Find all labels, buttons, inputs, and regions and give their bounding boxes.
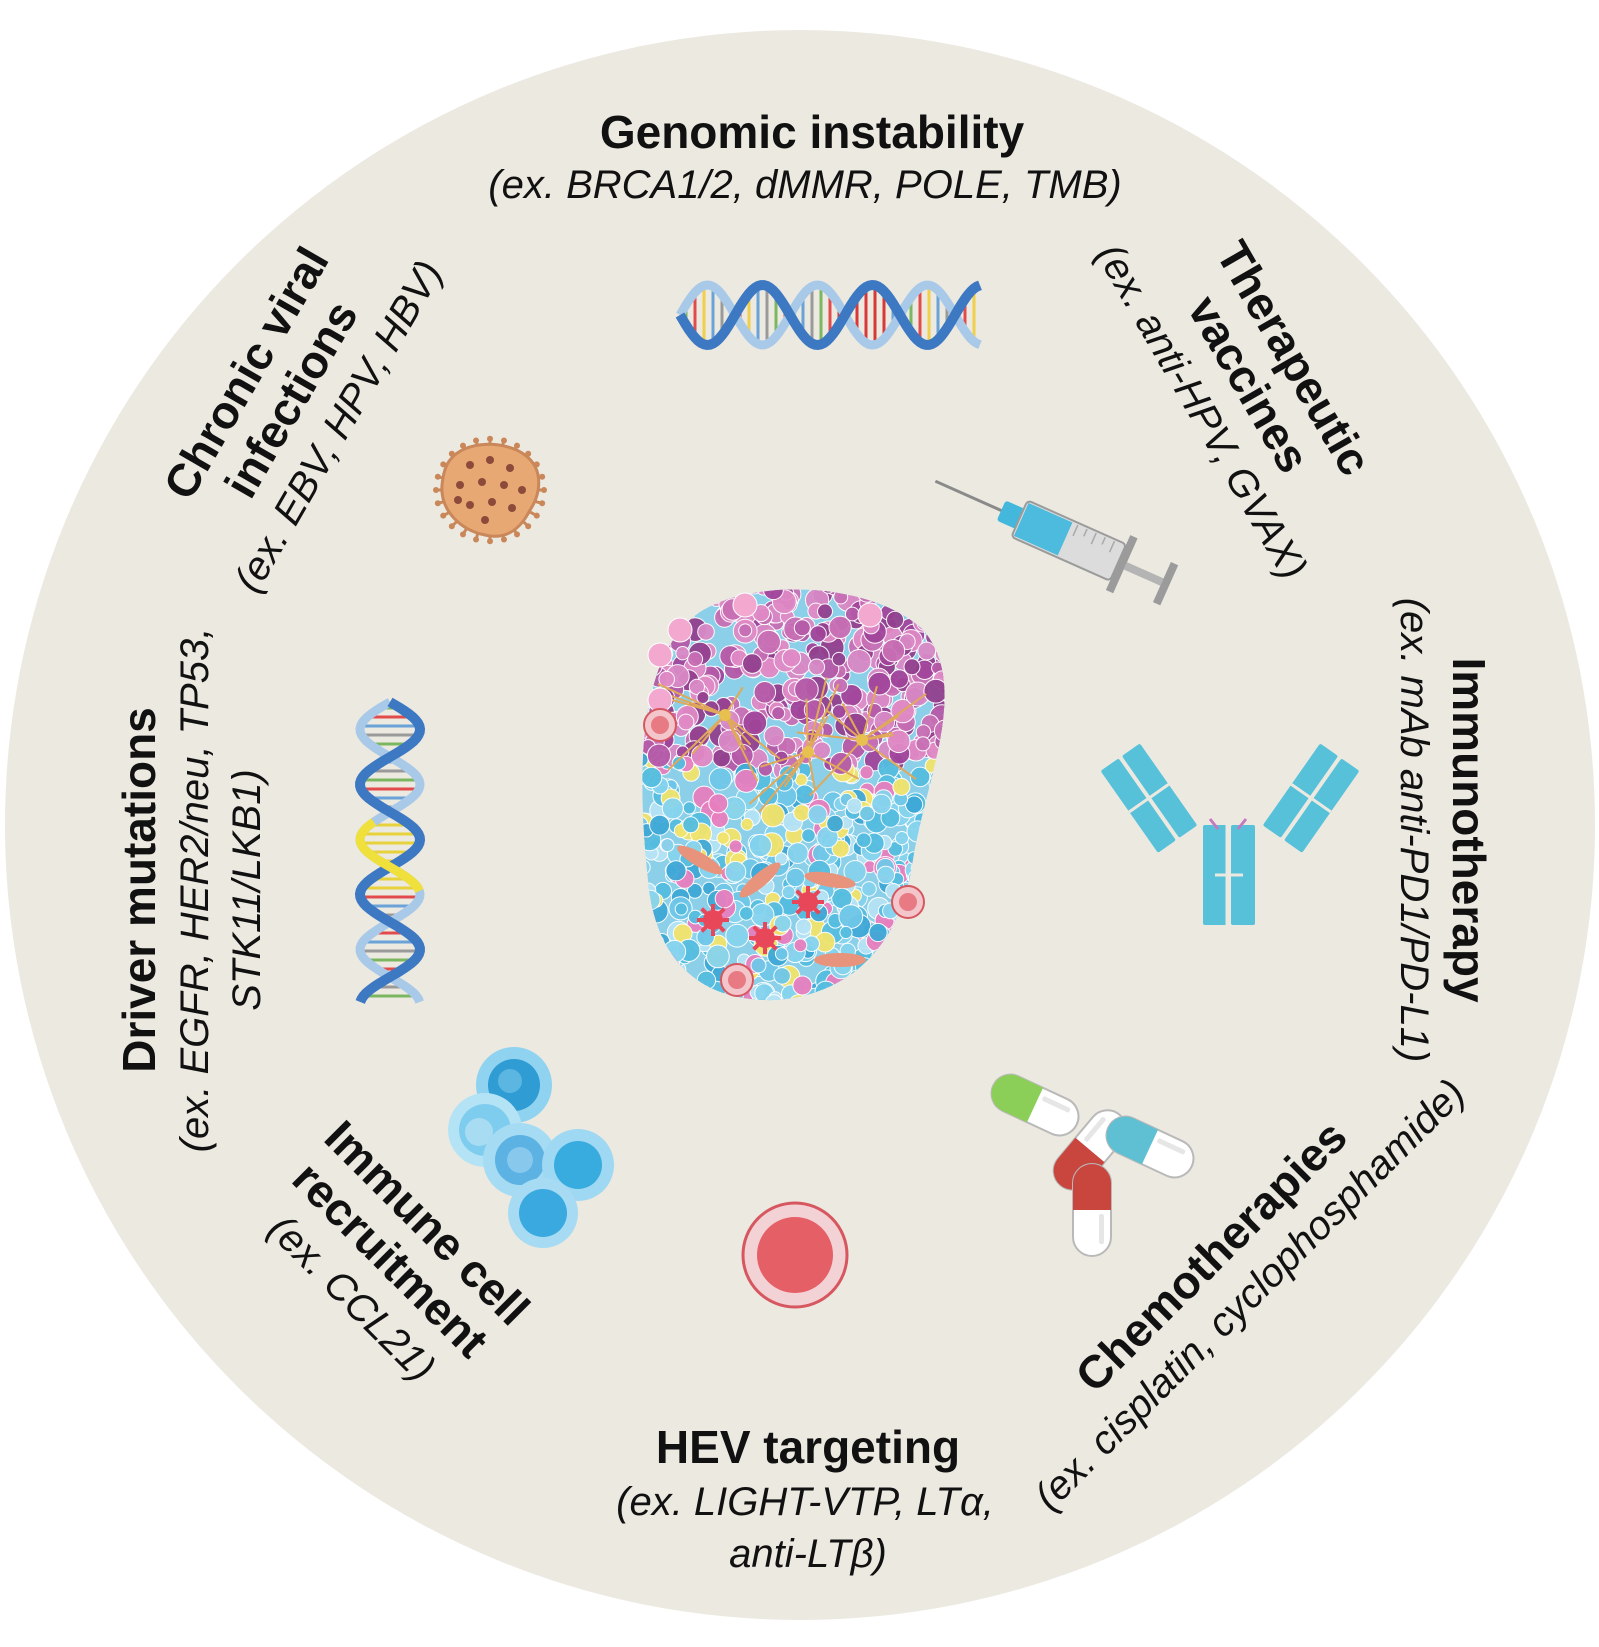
genomic-title: Genomic instability xyxy=(600,106,1025,158)
section-hev-targeting: HEV targeting (ex. LIGHT-VTP, LTα, anti-… xyxy=(616,1421,994,1576)
immunotherapy-title: Immunotherapy xyxy=(1443,657,1495,1002)
driver-examples-line1: (ex. EGFR, HER2/neu, TP53, xyxy=(173,628,217,1153)
virus-icon xyxy=(433,435,547,545)
section-genomic-instability: Genomic instability (ex. BRCA1/2, dMMR, … xyxy=(488,106,1121,207)
hev-title: HEV targeting xyxy=(656,1421,960,1473)
antibody-icon xyxy=(1101,744,1359,925)
pills-icon xyxy=(990,1073,1195,1257)
syringe-icon xyxy=(934,479,1179,606)
hev-examples-line2: anti-LTβ) xyxy=(729,1532,887,1576)
high-endothelial-venule-icon xyxy=(741,1201,849,1309)
immunotherapy-examples: (ex. mAb anti-PD1/PD-L1) xyxy=(1392,598,1436,1063)
dna-helix-icon xyxy=(675,279,982,351)
driver-title: Driver mutations xyxy=(113,707,165,1073)
driver-examples-line2: STK11/LKB1) xyxy=(225,769,269,1011)
hev-examples-line1: (ex. LIGHT-VTP, LTα, xyxy=(616,1480,994,1524)
section-driver-mutations: Driver mutations (ex. EGFR, HER2/neu, TP… xyxy=(113,628,269,1153)
dna-helix-icon xyxy=(354,697,426,1004)
immune-cells-icon xyxy=(448,1047,614,1248)
section-immunotherapy: Immunotherapy (ex. mAb anti-PD1/PD-L1) xyxy=(1392,598,1495,1063)
genomic-examples: (ex. BRCA1/2, dMMR, POLE, TMB) xyxy=(488,163,1121,207)
